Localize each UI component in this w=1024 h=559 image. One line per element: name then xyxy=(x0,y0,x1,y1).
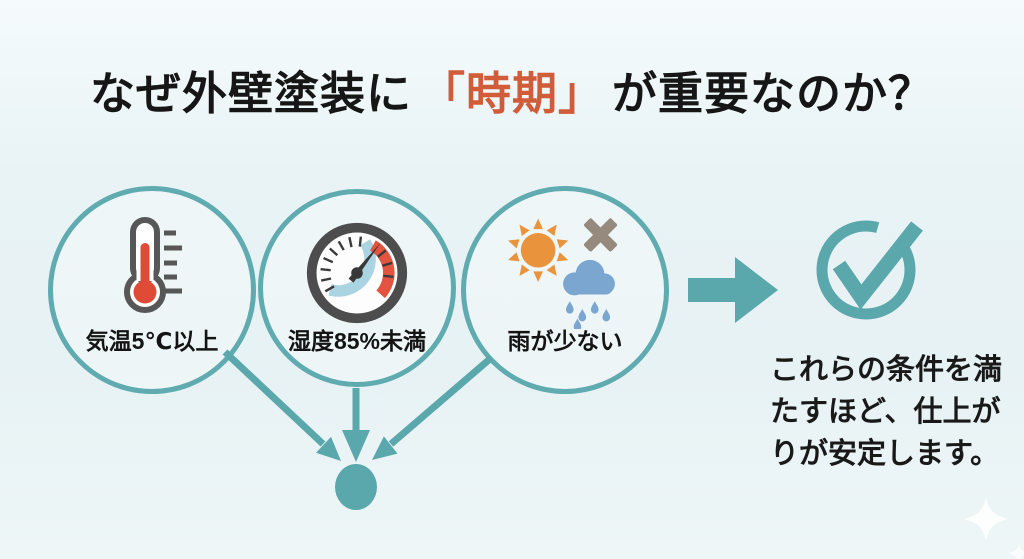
condition-circle-rain: 雨が少ない xyxy=(461,186,669,394)
sparkle-icon xyxy=(964,497,1024,559)
page-title: なぜ外壁塗装に「時期」が重要なのか？ xyxy=(0,57,1024,122)
humidity-gauge-icon xyxy=(306,222,408,324)
check-circle-icon xyxy=(816,220,923,320)
thermometer-icon xyxy=(124,217,182,313)
cross-icon xyxy=(584,218,618,252)
result-text-line: たすほど、仕上が xyxy=(770,395,1001,428)
arrow-right-icon xyxy=(688,257,778,323)
condition-label-humidity: 湿度85%未満 xyxy=(287,328,427,354)
condition-circle-humidity: 湿度85%未満 xyxy=(258,189,456,387)
rain-cloud-icon xyxy=(563,259,615,329)
result-text-line: これらの条件を満 xyxy=(770,354,1003,386)
result-text: これらの条件を満 たすほど、仕上が りが安定します。 xyxy=(770,350,1024,475)
title-prefix: なぜ外壁塗装に xyxy=(89,68,412,119)
title-highlight: 「時期」 xyxy=(419,68,604,119)
condition-circle-temperature: 気温5℃以上 xyxy=(48,186,256,394)
merge-dot xyxy=(335,464,377,510)
title-suffix: が重要なのか？ xyxy=(612,68,935,119)
sun-rain-cross-icon xyxy=(507,218,618,329)
sun-icon xyxy=(507,218,569,282)
condition-label-rain: 雨が少ない xyxy=(507,328,623,354)
result-text-line: りが安定します。 xyxy=(770,437,1000,470)
condition-label-temperature: 気温5℃以上 xyxy=(85,328,219,354)
raindrops xyxy=(565,301,611,329)
